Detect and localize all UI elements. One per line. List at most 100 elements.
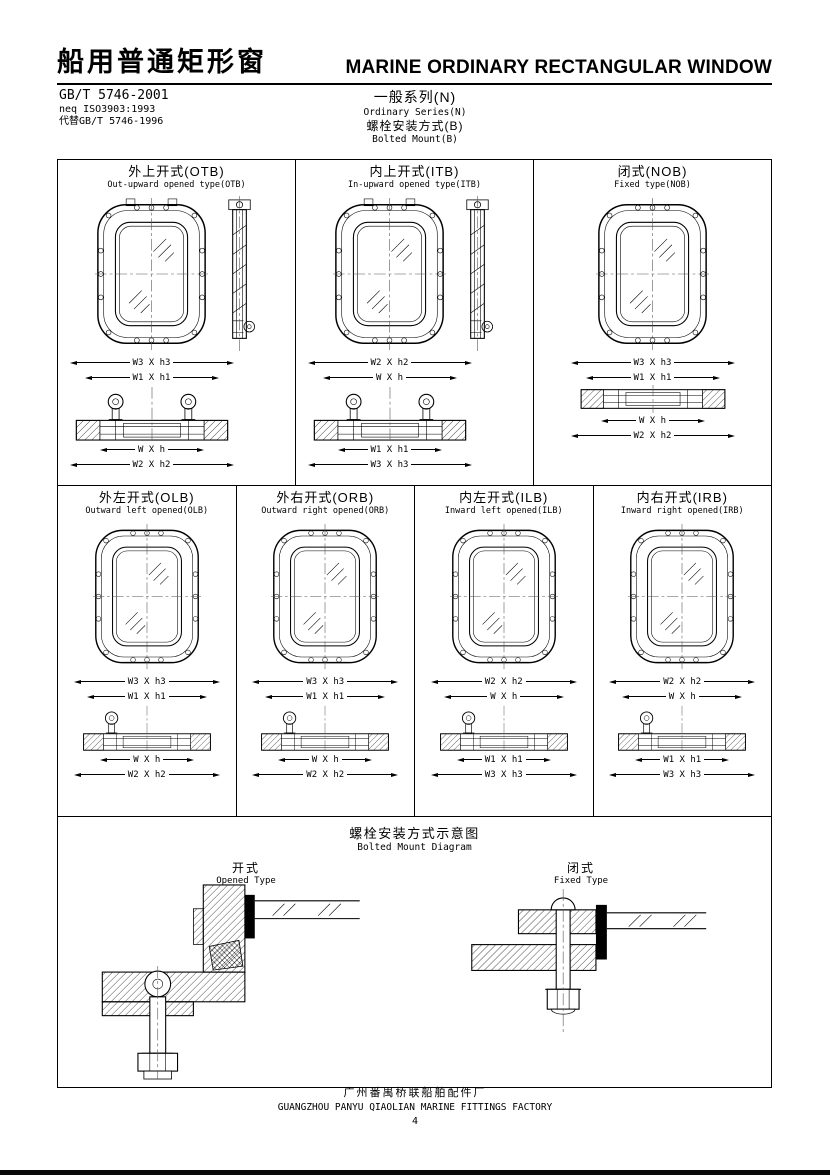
cell-title-en: Inward right opened(IRB) — [620, 505, 744, 516]
dimension-label: W2 X h2 — [609, 675, 756, 689]
dimension-label: W2 X h2 — [69, 458, 234, 472]
standard-code: GB/T 5746-2001 — [59, 88, 169, 103]
fixed-type-label-en: Fixed Type — [553, 876, 609, 886]
cell-title-zh: 内左开式(ILB) — [459, 490, 549, 505]
dimension-label: W3 X h3 — [609, 768, 756, 782]
dimension-label: W2 X h2 — [252, 768, 399, 782]
dimension-label: W2 X h2 — [570, 429, 735, 443]
dimension-label: W3 X h3 — [430, 768, 577, 782]
dimension-label: W3 X h3 — [69, 356, 234, 370]
window-front-view-drawing — [595, 196, 710, 351]
window-front-view-drawing — [627, 522, 737, 670]
cell-title-en: In-upward opened type(ITB) — [347, 179, 482, 190]
window-section-drawing — [612, 704, 752, 752]
dimension-label: W2 X h2 — [430, 675, 577, 689]
window-side-view-drawing — [466, 195, 494, 352]
dimension-label: W1 X h1 — [86, 690, 207, 704]
dimension-label: W1 X h1 — [265, 690, 386, 704]
standards-block: GB/T 5746-2001 neq ISO3903:1993 代替GB/T 5… — [59, 88, 169, 128]
cell-title-en: Inward left opened(ILB) — [444, 505, 563, 516]
cell-title-zh: 外右开式(ORB) — [276, 490, 375, 505]
window-type-cell-olb: 外左开式(OLB) Outward left opened(OLB) W3 X … — [58, 486, 237, 816]
opened-type-label-en: Opened Type — [216, 876, 276, 886]
page-edge-bar — [0, 1170, 830, 1175]
dimension-label: W X h — [99, 753, 194, 767]
drawing-table: 外上开式(OTB) Out-upward opened type(OTB) W3… — [57, 159, 772, 1088]
dimension-label: W X h — [600, 414, 705, 428]
dimension-label: W1 X h1 — [635, 753, 730, 767]
window-type-cell-otb: 外上开式(OTB) Out-upward opened type(OTB) W3… — [58, 160, 296, 485]
cell-title-zh: 内右开式(IRB) — [636, 490, 728, 505]
cell-title-en: Out-upward opened type(OTB) — [107, 179, 246, 190]
views-row — [331, 195, 498, 352]
cell-title-zh: 外左开式(OLB) — [98, 490, 195, 505]
factory-name-zh: 广州番禺桥联船舶配件厂 — [343, 1087, 487, 1099]
page-number: 4 — [411, 1116, 419, 1127]
page-header: 船用普通矩形窗 MARINE ORDINARY RECTANGULAR WIND… — [57, 40, 772, 85]
page-title-en: MARINE ORDINARY RECTANGULAR WINDOW — [345, 57, 772, 78]
window-section-drawing — [306, 385, 474, 442]
fixed-type-section-drawing — [471, 888, 707, 1035]
dimension-label: W X h — [278, 753, 373, 767]
cell-title-zh: 闭式(NOB) — [617, 164, 688, 179]
window-section-drawing — [68, 385, 236, 442]
opened-type-label-zh: 开式 — [231, 861, 260, 875]
window-type-cell-itb: 内上开式(ITB) In-upward opened type(ITB) W2 … — [296, 160, 534, 485]
standard-superseded: 代替GB/T 5746-1996 — [59, 115, 164, 127]
window-type-cell-ilb: 内左开式(ILB) Inward left opened(ILB) W2 X h… — [415, 486, 594, 816]
cell-title-en: Outward right opened(ORB) — [261, 505, 390, 516]
factory-name-en: GUANGZHOU PANYU QIAOLIAN MARINE FITTINGS… — [277, 1102, 553, 1113]
dimension-label: W X h — [443, 690, 564, 704]
bolted-mount-section: 螺栓安装方式示意图 Bolted Mount Diagram 开式 Opened… — [58, 823, 771, 1087]
window-type-cell-nob: 闭式(NOB) Fixed type(NOB) W3 X h3 W1 X h1 … — [534, 160, 771, 485]
dimension-label: W2 X h2 — [307, 356, 472, 370]
mount-type-zh: 螺栓安装方式(B) — [366, 119, 464, 134]
views-row — [448, 522, 560, 671]
window-front-view-drawing — [331, 196, 448, 352]
series-block: 一般系列(N) Ordinary Series(N) 螺栓安装方式(B) Bol… — [58, 89, 772, 146]
window-front-view-drawing — [93, 196, 210, 352]
series-name-zh: 一般系列(N) — [373, 89, 457, 105]
page-title-zh: 船用普通矩形窗 — [57, 47, 267, 77]
dimension-label: W2 X h2 — [73, 768, 220, 782]
window-type-cell-irb: 内右开式(IRB) Inward right opened(IRB) W2 X … — [594, 486, 772, 816]
window-front-view-drawing — [449, 522, 559, 670]
fixed-type-label-zh: 闭式 — [566, 861, 595, 875]
cell-title-zh: 外上开式(OTB) — [128, 164, 225, 179]
views-row — [93, 195, 260, 352]
cell-title-en: Fixed type(NOB) — [614, 179, 691, 190]
views-row — [91, 522, 203, 671]
table-row-1: 外上开式(OTB) Out-upward opened type(OTB) W3… — [58, 160, 771, 486]
dimension-label: W3 X h3 — [252, 675, 399, 689]
dimension-label: W1 X h1 — [84, 371, 219, 385]
window-section-drawing — [77, 704, 217, 752]
dimension-label: W X h — [322, 371, 457, 385]
standard-equivalent: neq ISO3903:1993 — [59, 103, 156, 115]
window-side-view-drawing — [228, 195, 256, 352]
window-section-drawing — [434, 704, 574, 752]
page-footer: 广州番禺桥联船舶配件厂 GUANGZHOU PANYU QIAOLIAN MAR… — [0, 1084, 830, 1127]
fixed-type-label: 闭式 Fixed Type — [531, 859, 631, 886]
table-row-2: 外左开式(OLB) Outward left opened(OLB) W3 X … — [58, 486, 771, 817]
window-type-cell-orb: 外右开式(ORB) Outward right opened(ORB) W3 X… — [237, 486, 415, 816]
window-front-view-drawing — [270, 522, 380, 670]
window-front-view-drawing — [92, 522, 202, 670]
dimension-label: W X h — [622, 690, 743, 704]
dimension-label: W3 X h3 — [570, 356, 735, 370]
mount-type-en: Bolted Mount(B) — [372, 134, 458, 146]
dimension-label: W1 X h1 — [585, 371, 720, 385]
dimension-label: W3 X h3 — [307, 458, 472, 472]
bolted-mount-title-en: Bolted Mount Diagram — [357, 842, 472, 853]
views-row — [269, 522, 381, 671]
views-row — [626, 522, 738, 671]
views-row — [594, 196, 711, 352]
window-section-drawing — [255, 704, 395, 752]
cell-title-en: Outward left opened(OLB) — [85, 505, 209, 516]
dimension-label: W X h — [99, 443, 204, 457]
dimension-label: W3 X h3 — [73, 675, 220, 689]
series-name-en: Ordinary Series(N) — [363, 106, 467, 118]
dimension-label: W1 X h1 — [456, 753, 551, 767]
window-section-drawing — [573, 385, 733, 413]
header-sub-block: GB/T 5746-2001 neq ISO3903:1993 代替GB/T 5… — [58, 85, 772, 157]
